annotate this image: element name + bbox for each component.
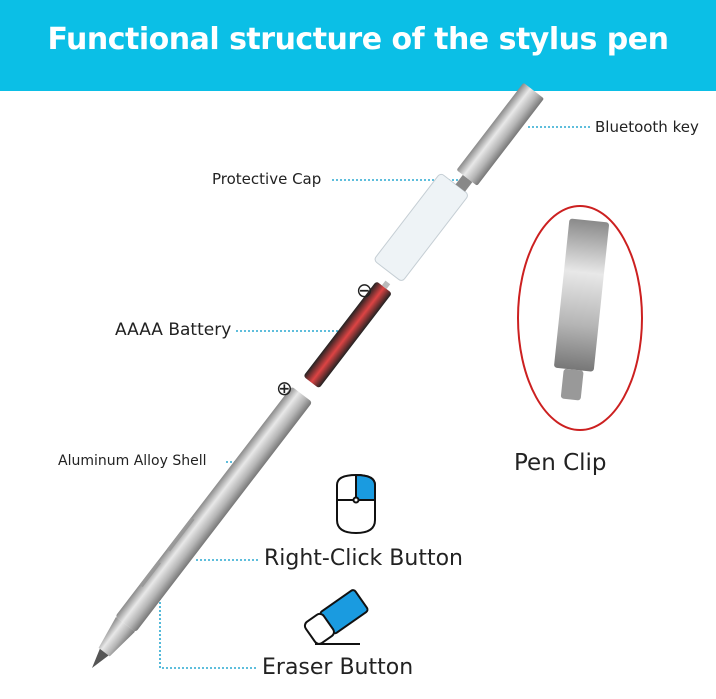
eraser-icon bbox=[303, 589, 369, 645]
minus-symbol: ⊖ bbox=[356, 278, 373, 302]
plus-symbol: ⊕ bbox=[276, 376, 293, 400]
label-bluetooth-key: Bluetooth key bbox=[595, 118, 699, 136]
clip-body bbox=[554, 218, 610, 372]
stylus-pen bbox=[92, 83, 544, 668]
protective-cap bbox=[374, 173, 468, 281]
aaaa-battery bbox=[304, 282, 391, 388]
label-eraser: Eraser Button bbox=[262, 655, 414, 680]
eraser-button bbox=[139, 560, 161, 588]
label-right-click: Right-Click Button bbox=[264, 546, 463, 571]
spring bbox=[455, 174, 473, 192]
battery-terminal bbox=[381, 280, 391, 290]
label-protective-cap: Protective Cap bbox=[212, 170, 322, 188]
pen-clip-closeup bbox=[517, 205, 643, 431]
page-title: Functional structure of the stylus pen bbox=[47, 22, 669, 57]
highlight-ellipse bbox=[517, 205, 643, 431]
aluminum-shell bbox=[116, 387, 312, 632]
leader-eraser bbox=[159, 590, 256, 669]
bluetooth-key bbox=[457, 83, 544, 186]
header-banner: Functional structure of the stylus pen bbox=[0, 0, 716, 91]
label-battery: AAAA Battery bbox=[115, 320, 232, 340]
mouse-icon bbox=[336, 473, 376, 535]
pen-cone bbox=[98, 617, 136, 657]
label-pen-clip: Pen Clip bbox=[514, 450, 607, 476]
clip-spring bbox=[560, 368, 584, 401]
right-click-button bbox=[166, 517, 195, 552]
label-shell: Aluminum Alloy Shell bbox=[58, 453, 207, 469]
